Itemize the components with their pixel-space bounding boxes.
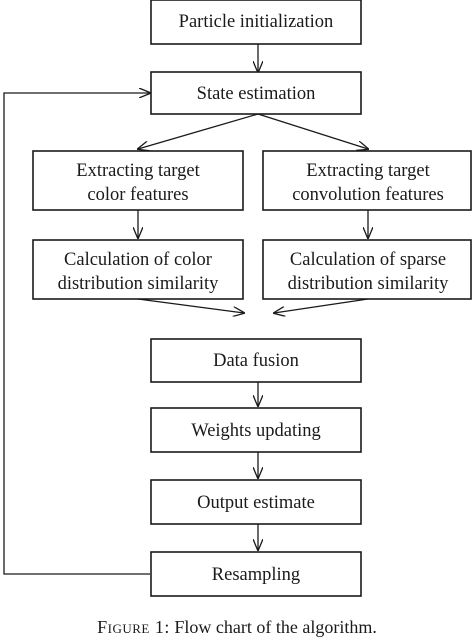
node-calculation-of-color-distribution-similarity: Calculation of color distribution simila… <box>32 239 244 300</box>
node-extracting-target-color-features: Extracting target color features <box>32 150 244 211</box>
node-label-line: Extracting target <box>76 161 200 181</box>
node-calculation-of-sparse-distribution-similarity: Calculation of sparse distribution simil… <box>262 239 472 300</box>
node-output-estimate: Output estimate <box>150 479 362 525</box>
node-label-line: distribution similarity <box>288 274 450 294</box>
node-label-line: Resampling <box>212 565 300 585</box>
node-label-line: convolution features <box>292 185 444 205</box>
node-state-estimation: State estimation <box>150 71 362 115</box>
arrow-state-estimation-to-extract-color <box>138 113 259 149</box>
node-label-line: Calculation of sparse <box>290 250 446 270</box>
arrow-resampling-loop-to-state-estimation <box>3 93 150 575</box>
node-particle-initialization: Particle initialization <box>150 0 362 45</box>
node-label-line: Particle initialization <box>179 12 334 32</box>
node-resampling: Resampling <box>150 551 362 597</box>
node-label-line: color features <box>87 185 188 205</box>
node-extracting-target-convolution-features: Extracting target convolution features <box>262 150 472 211</box>
arrow-state-estimation-to-extract-convolution <box>257 113 368 149</box>
arrow-calc-sparse-to-data-fusion <box>274 298 369 313</box>
node-label-line: distribution similarity <box>58 274 220 294</box>
figure-caption-label: Figure 1: <box>97 617 170 637</box>
node-label-line: Extracting target <box>306 161 430 181</box>
node-weights-updating: Weights updating <box>150 407 362 453</box>
arrow-calc-color-to-data-fusion <box>137 298 244 313</box>
node-label-line: Output estimate <box>197 493 315 513</box>
figure-caption-text: Flow chart of the algorithm. <box>174 617 377 637</box>
node-label-line: Weights updating <box>191 421 321 441</box>
node-data-fusion: Data fusion <box>150 338 362 383</box>
node-label-line: Calculation of color <box>64 250 212 270</box>
node-label-line: Data fusion <box>213 351 299 371</box>
node-label-line: State estimation <box>197 84 316 104</box>
figure-caption: Figure 1: Flow chart of the algorithm. <box>0 617 474 638</box>
